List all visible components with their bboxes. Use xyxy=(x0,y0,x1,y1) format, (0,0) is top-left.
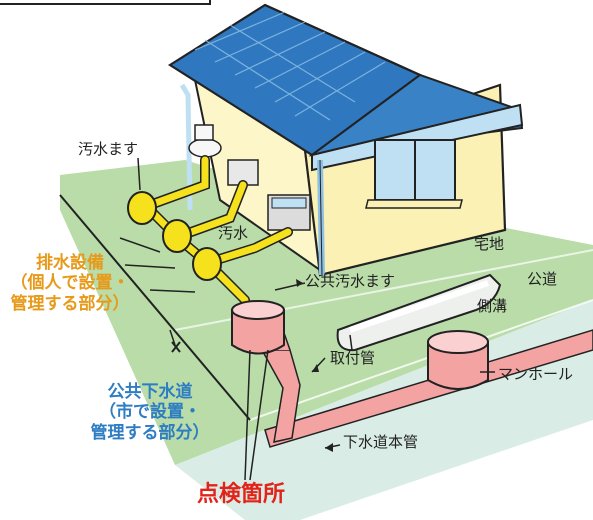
manhole-label: マンホール xyxy=(498,365,574,383)
connecting-pipe-label: 取付管 xyxy=(330,349,376,367)
public-sewer-label: 公共下水道 （市で設置・ 管理する部分） xyxy=(75,382,225,443)
sewage-basins xyxy=(127,191,222,281)
toilet-fixture xyxy=(188,138,222,158)
public-sewer-note-2: 管理する部分） xyxy=(90,422,210,443)
residential-lot-label: 宅地 xyxy=(474,235,505,253)
private-drain-pipes xyxy=(145,155,293,305)
inspection-point-label: 点検箇所 xyxy=(197,482,286,507)
public-road-label: 公道 xyxy=(527,270,558,288)
sewer-main-label: 下水道本管 xyxy=(343,433,419,451)
side-gutter-label: 側溝 xyxy=(477,297,508,315)
private-drainage-note-1: （個人で設置・ xyxy=(10,273,130,294)
public-sewer-pipes xyxy=(231,300,593,448)
public-sewage-basin-label: 公共汚水ます xyxy=(305,272,396,290)
public-sewage-basin xyxy=(231,309,285,355)
private-drainage-note-2: 管理する部分） xyxy=(10,293,130,314)
house-roof-side xyxy=(264,4,524,157)
public-sewer-note-1: （市で設置・ xyxy=(99,402,201,423)
private-drainage-title: 排水設備 xyxy=(36,253,104,273)
manhole xyxy=(427,341,489,390)
corner-frame xyxy=(0,0,211,5)
private-drainage-label: 排水設備 （個人で設置・ 管理する部分） xyxy=(0,253,140,314)
property-boundary-line xyxy=(59,194,251,421)
roof-eave xyxy=(311,103,524,172)
wastewater-label: 汚水 xyxy=(218,224,249,242)
public-sewer-title: 公共下水道 xyxy=(107,382,193,402)
sewage-basin-label: 汚水ます xyxy=(78,140,139,158)
